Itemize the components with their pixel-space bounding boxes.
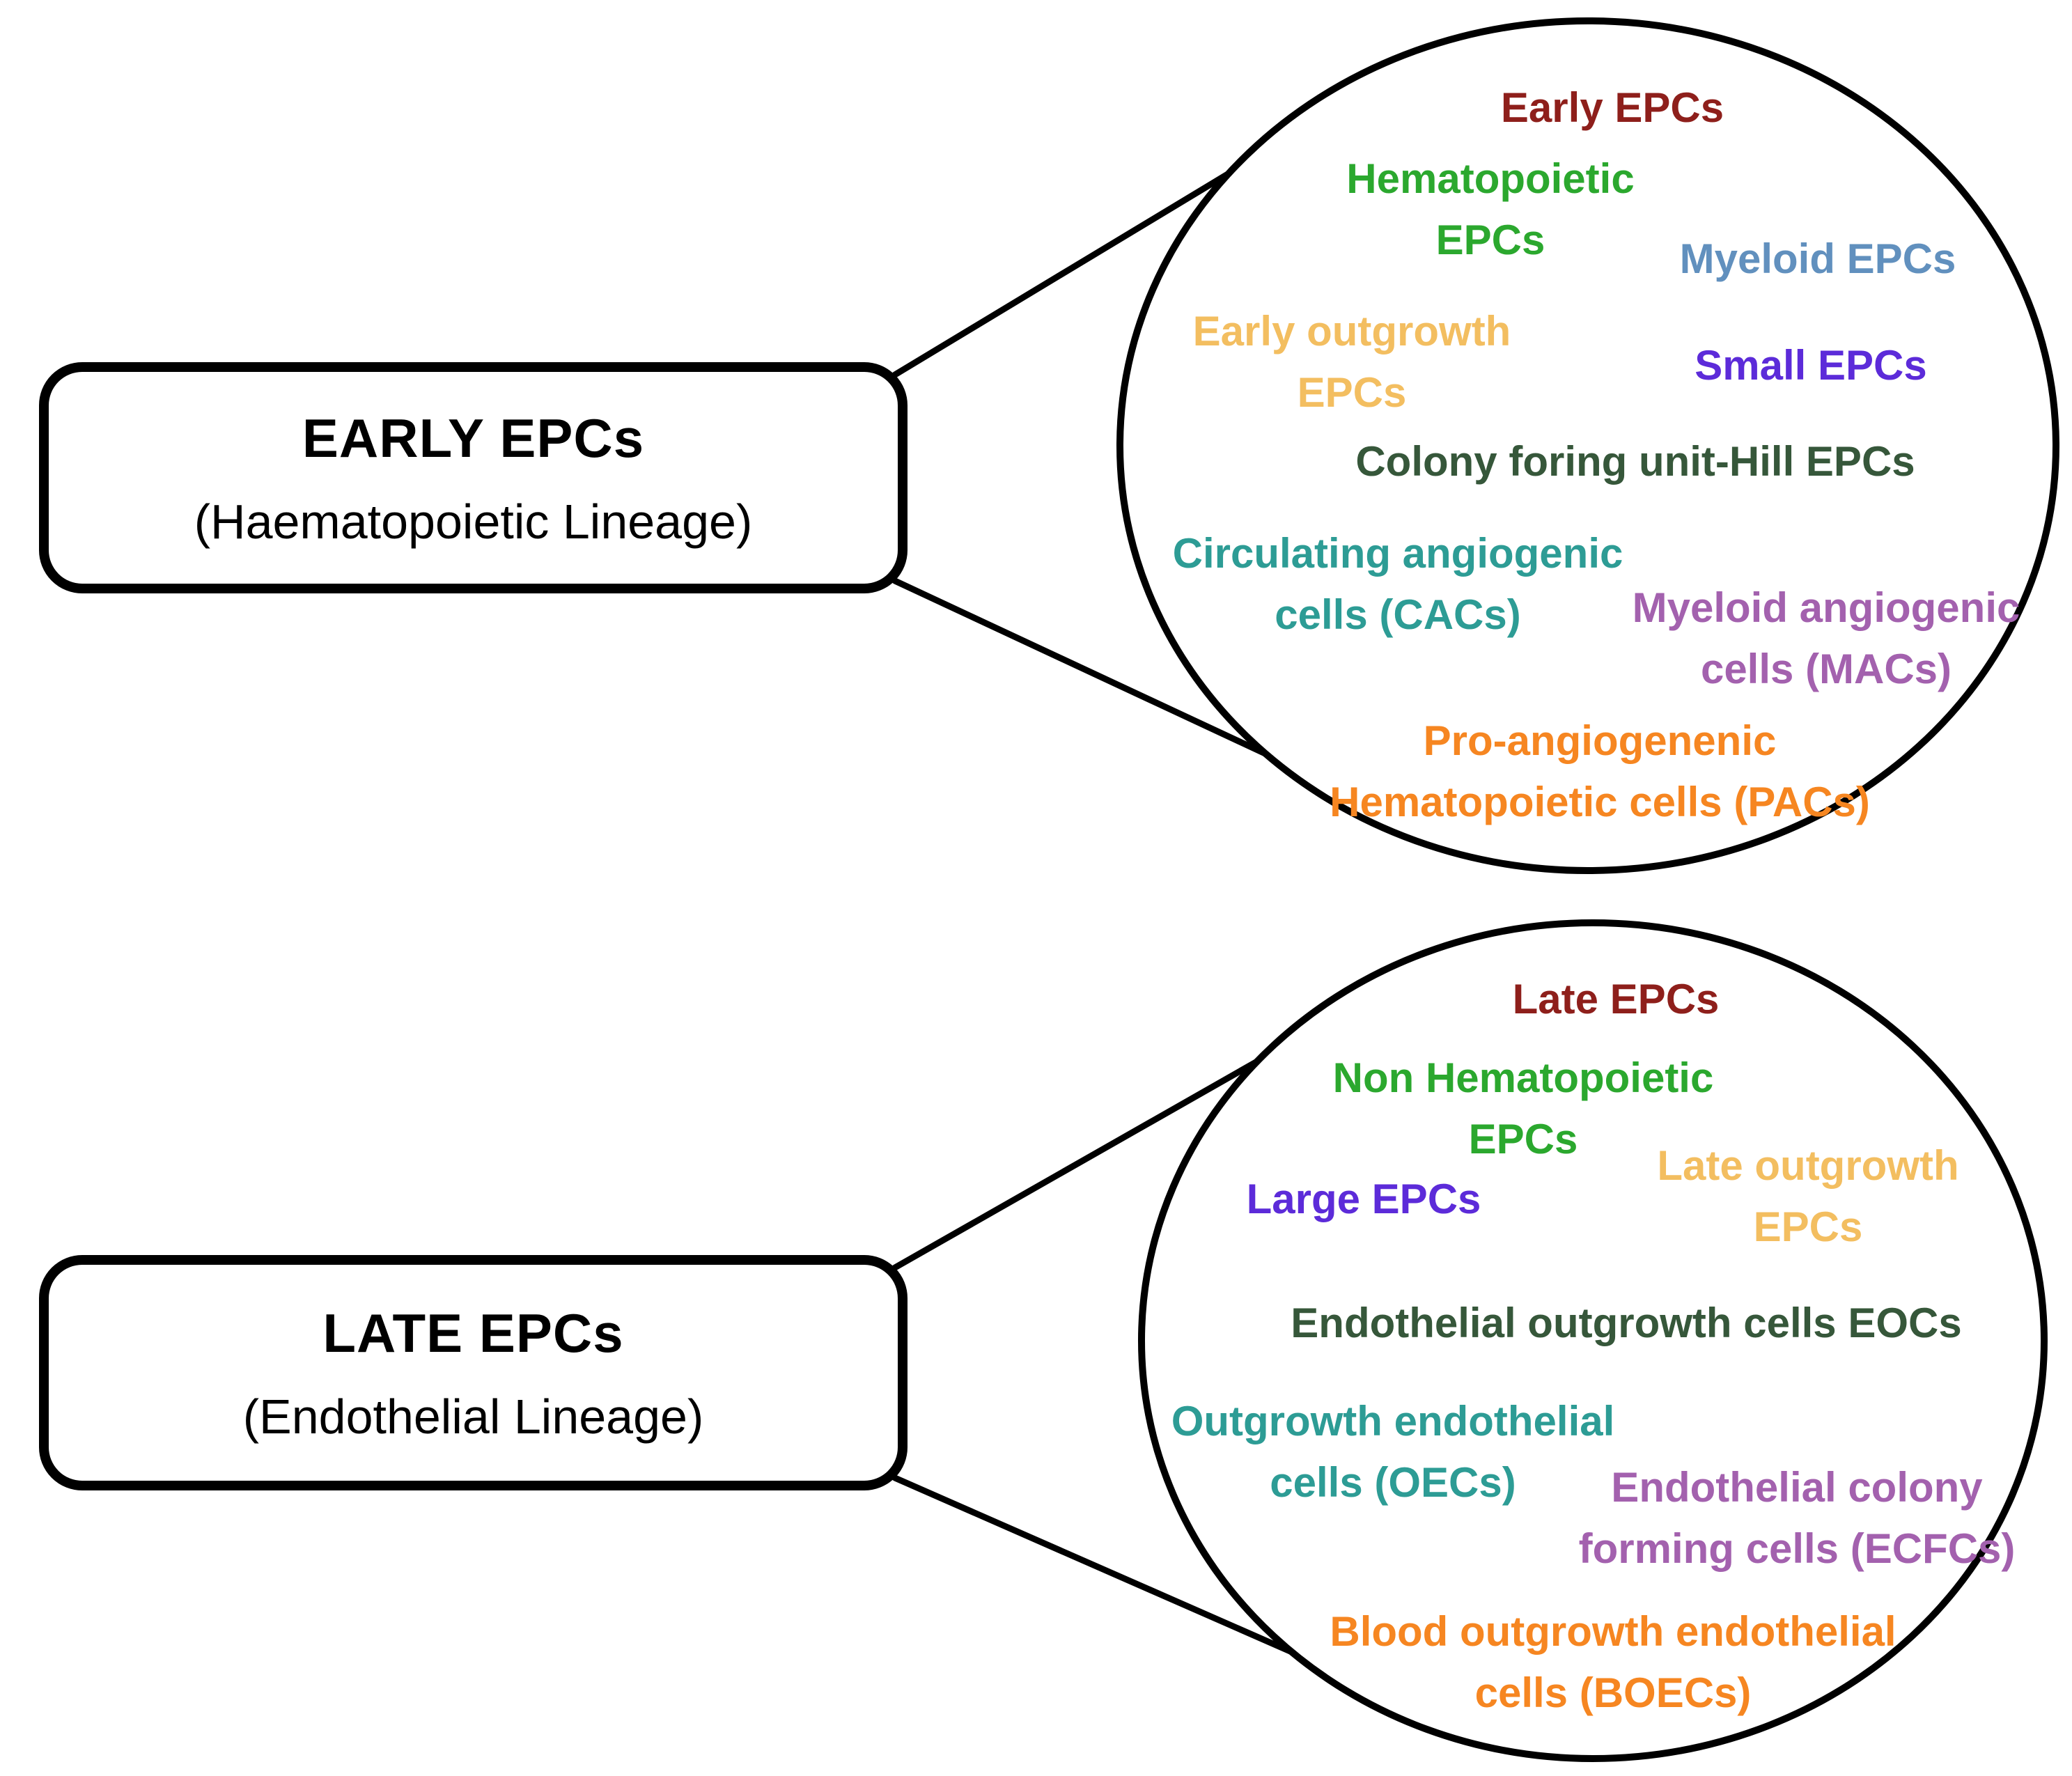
late-epcs-box-subtitle: (Endothelial Lineage): [242, 1389, 704, 1444]
early-epcs-box: EARLY EPCs (Haematopoietic Lineage): [39, 362, 908, 593]
label-line: Colony foring unit-Hill EPCs: [1355, 438, 1915, 485]
label-line: Non Hematopoietic: [1332, 1054, 1714, 1101]
label-line: Hematopoietic cells (PACs): [1330, 779, 1870, 825]
label-line: cells (OECs): [1270, 1459, 1516, 1506]
label-line: Endothelial colony: [1611, 1464, 1983, 1511]
early-epcs-box-title: EARLY EPCs: [302, 407, 645, 469]
early-epcs-circle: [1116, 17, 2059, 874]
label-line: Early outgrowth: [1192, 308, 1511, 355]
label-line: cells (BOECs): [1474, 1669, 1752, 1716]
label-endothelial-colony-forming-cells: Endothelial colony forming cells (ECFCs): [1579, 1457, 2016, 1580]
label-line: EPCs: [1435, 217, 1545, 263]
label-line: Early EPCs: [1500, 84, 1724, 131]
label-early-outgrowth-epcs: Early outgrowth EPCs: [1193, 301, 1511, 423]
label-line: cells (MACs): [1700, 646, 1952, 692]
label-outgrowth-endothelial-cells: Outgrowth endothelial cells (OECs): [1171, 1391, 1615, 1513]
label-line: forming cells (ECFCs): [1578, 1525, 2016, 1572]
label-line: Pro-angiogenenic: [1423, 717, 1777, 764]
label-early-epcs: Early EPCs: [1501, 77, 1724, 139]
label-hematopoietic-epcs: Hematopoietic EPCs: [1346, 148, 1634, 271]
label-line: Hematopoietic: [1346, 155, 1635, 202]
label-colony-foring-unit-hill-epcs: Colony foring unit-Hill EPCs: [1355, 431, 1915, 492]
label-line: Late outgrowth: [1657, 1142, 1959, 1189]
label-line: cells (CACs): [1275, 591, 1521, 638]
label-line: Blood outgrowth endothelial: [1330, 1608, 1896, 1655]
label-line: Myeloid angiogenic: [1632, 584, 2020, 631]
label-blood-outgrowth-endothelial-cells: Blood outgrowth endothelial cells (BOECs…: [1330, 1601, 1896, 1724]
label-late-epcs: Late EPCs: [1513, 969, 1720, 1030]
label-line: Circulating angiogenic: [1172, 530, 1623, 577]
label-small-epcs: Small EPCs: [1695, 335, 1927, 396]
label-line: Endothelial outgrowth cells EOCs: [1291, 1300, 1962, 1346]
label-line: Outgrowth endothelial: [1171, 1398, 1615, 1444]
label-line: Large EPCs: [1246, 1176, 1481, 1222]
early-epcs-box-subtitle: (Haematopoietic Lineage): [194, 494, 753, 549]
label-myeloid-angiogenic-cells: Myeloid angiogenic cells (MACs): [1633, 577, 2020, 700]
label-myeloid-epcs: Myeloid EPCs: [1680, 228, 1956, 290]
late-epcs-box-title: LATE EPCs: [322, 1302, 624, 1364]
label-pro-angiogenenic-hematopoietic-cells: Pro-angiogenenic Hematopoietic cells (PA…: [1330, 710, 1870, 833]
label-endothelial-outgrowth-cells: Endothelial outgrowth cells EOCs: [1291, 1293, 1961, 1354]
label-line: Late EPCs: [1512, 976, 1720, 1022]
label-line: EPCs: [1753, 1204, 1863, 1250]
label-line: EPCs: [1468, 1116, 1578, 1162]
label-large-epcs: Large EPCs: [1247, 1169, 1481, 1230]
label-line: Small EPCs: [1695, 342, 1927, 389]
label-late-outgrowth-epcs: Late outgrowth EPCs: [1657, 1135, 1958, 1258]
label-circulating-angiogenic-cells: Circulating angiogenic cells (CACs): [1173, 523, 1623, 646]
late-epcs-circle: [1138, 919, 2048, 1762]
label-non-hematopoietic-epcs: Non Hematopoietic EPCs: [1333, 1047, 1714, 1170]
late-epcs-box: LATE EPCs (Endothelial Lineage): [39, 1255, 908, 1490]
label-line: Myeloid EPCs: [1679, 235, 1956, 282]
label-line: EPCs: [1297, 369, 1407, 416]
